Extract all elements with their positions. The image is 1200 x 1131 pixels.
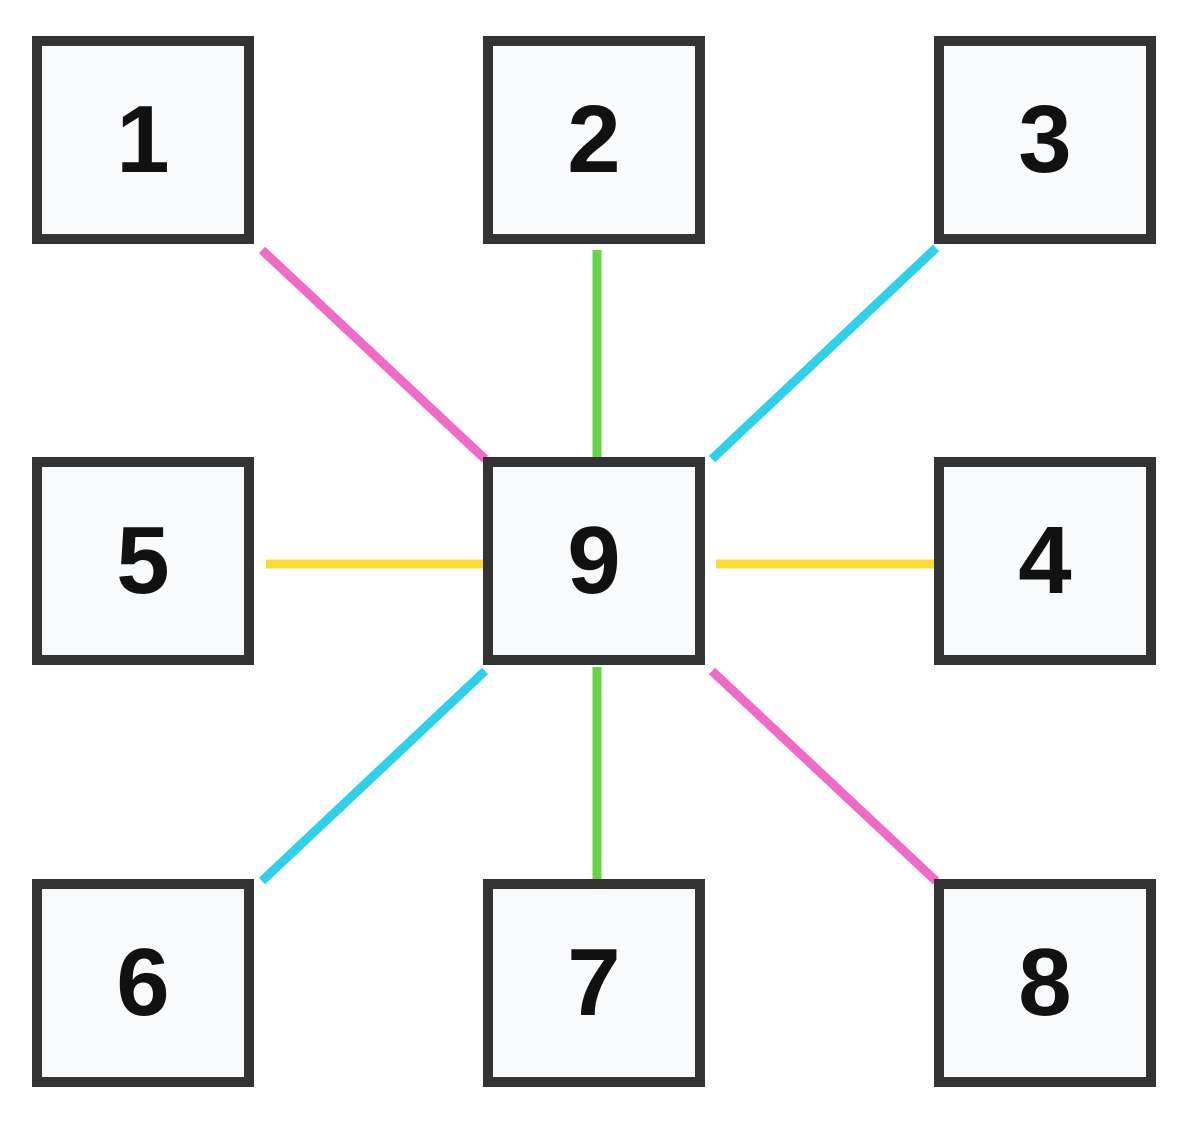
node-box-5: 5: [32, 457, 254, 665]
node-box-8: 8: [934, 879, 1156, 1087]
node-box-1: 1: [32, 36, 254, 244]
node-box-4: 4: [934, 457, 1156, 665]
node-label-1: 1: [116, 86, 170, 193]
center-node-box: 9: [483, 457, 705, 665]
connector-3-9: [708, 244, 940, 463]
node-label-6: 6: [116, 929, 170, 1036]
connector-1-9: [258, 246, 489, 463]
node-box-6: 6: [32, 879, 254, 1087]
connector-8-9: [708, 667, 940, 885]
node-label-3: 3: [1018, 86, 1072, 193]
connector-6-9: [258, 667, 489, 885]
node-box-2: 2: [483, 36, 705, 244]
node-box-7: 7: [483, 879, 705, 1087]
node-box-3: 3: [934, 36, 1156, 244]
node-label-5: 5: [116, 507, 170, 614]
center-node-label: 9: [567, 507, 621, 614]
node-label-2: 2: [567, 86, 621, 193]
node-label-8: 8: [1018, 929, 1072, 1036]
node-label-7: 7: [567, 929, 621, 1036]
node-label-4: 4: [1018, 507, 1072, 614]
